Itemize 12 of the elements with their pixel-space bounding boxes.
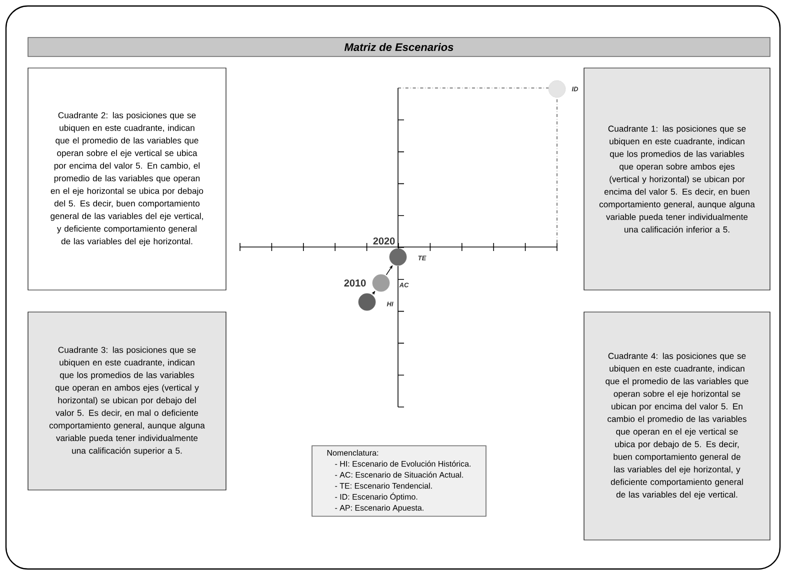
quadrant-box: Cuadrante 4: las posiciones que se ubiquen en este cuadrante, indican que el promedio de las variables que operan sobre el eje horizontal se ubican por encima del valor 5. En cambio el promedio de las variables que operan en el eje vertical se ubica por debajo de 5. Es decir, buen comportamiento general de las variables del eje horizontal, y deficiente comportamiento general de las variables del eje vertical.: [584, 312, 770, 540]
title-bar: Matriz de Escenarios: [28, 37, 770, 57]
scenario-point: [372, 274, 390, 292]
quadrant-box: Cuadrante 1: las posiciones que se ubiquen en este cuadrante, indican que los promedios de las variables que operan sobre ambos ejes (vertical y horizontal) se ubican por encima del valor 5. Es decir, en buen comportamiento general, aunque alguna variable pueda tener individualmente una calificación inferior a 5.: [584, 68, 770, 290]
quadrant-box: Cuadrante 2: las posiciones que se ubiquen en este cuadrante, indican que el promedio de las variables que operan sobre el eje vertical se ubica por encima del valor 5. En cambio, el promedio de las variables que operan en el eje horizontal se ubica por debajo del 5. Es decir, buen comportamiento general de las variables del eje vertical, y deficiente comportamiento general de las variables del eje horizontal.: [28, 68, 226, 290]
scenario-point: [358, 293, 376, 311]
legend-box: Nomenclatura: - HI: Escenario de Evolución Histórica. - AC: Escenario de Situación Actual. - TE: Escenario Tendencial. - ID: Escenario Óptimo. - AP: Escenario Apuesta.: [312, 445, 486, 517]
year-label: 2020: [373, 237, 395, 245]
quadrant-box: Cuadrante 3: las posiciones que se ubiquen en este cuadrante, indican que los promedios de las variables que operan en ambos ejes (vertical y horizontal) se ubican por debajo del valor 5. Es decir, en mal o deficiente comportamiento general, aunque alguna variable pueda tener individualmente una calificación superior a 5.: [28, 312, 226, 490]
scenario-point: [548, 80, 566, 98]
scenario-point: [389, 248, 407, 266]
year-label: 2010: [344, 279, 366, 287]
